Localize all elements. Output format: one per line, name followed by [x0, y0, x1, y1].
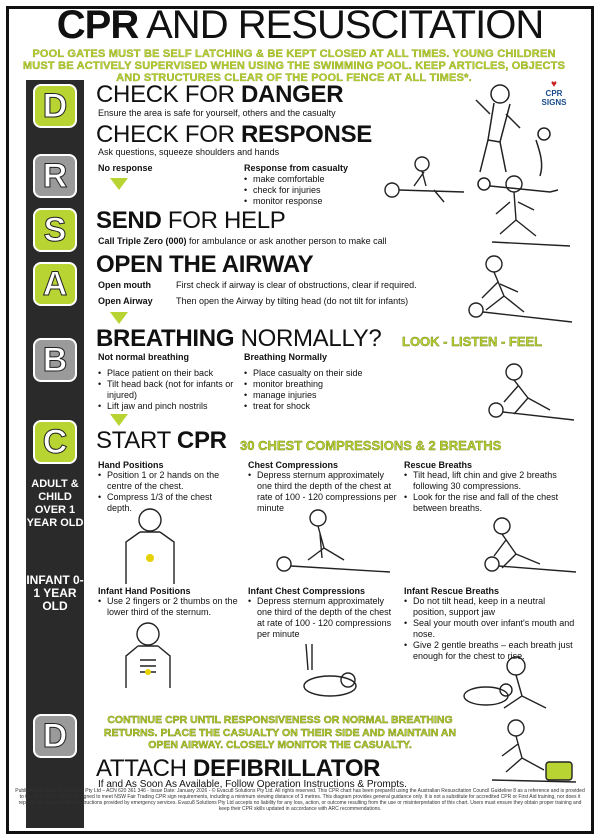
adult-note: ADULT & CHILD OVER 1 YEAR OLD — [26, 478, 84, 529]
infant-chest-compression-illustration — [303, 643, 357, 697]
cpr-signs-logo: ♥ CPR SIGNS — [526, 80, 582, 110]
open-mouth-label: Open mouth — [98, 280, 151, 290]
infant-chest-list: Depress sternum approximately one third … — [248, 596, 400, 640]
compression-ratio: 30 CHEST COMPRESSIONS & 2 BREATHS — [240, 438, 502, 453]
rescuer-check-danger-illustration — [475, 84, 559, 193]
letter-d2: D — [33, 714, 77, 758]
arrow-down-icon — [110, 312, 128, 324]
no-response-label: No response — [98, 163, 153, 173]
adult-torso-hand-position-illustration — [125, 508, 175, 584]
chest-compressions-label: Chest Compressions — [248, 460, 339, 470]
cpr-heading: START CPR — [96, 427, 227, 454]
infant-hand-label: Infant Hand Positions — [98, 586, 191, 596]
breathing-normally-list: Place casualty on their side monitor bre… — [244, 368, 394, 412]
arrow-down-icon — [110, 414, 128, 426]
infant-note: INFANT 0- 1 YEAR OLD — [26, 573, 84, 613]
heart-icon: ♥ — [551, 79, 557, 90]
defib-heading: ATTACH DEFIBRILLATOR — [96, 755, 381, 782]
open-mouth-text: First check if airway is clear of obstru… — [176, 280, 417, 290]
open-airway-text: Then open the Airway by tilting head (do… — [176, 296, 409, 306]
response-sub: Ask questions, squeeze shoulders and han… — [98, 147, 280, 157]
open-airway-illustration — [468, 255, 573, 323]
response-yes-list: make comfortable check for injuries moni… — [244, 174, 384, 207]
letter-c: C — [33, 420, 77, 464]
adult-rescue-breath-illustration — [484, 517, 577, 573]
danger-heading: CHECK FOR DANGER — [96, 81, 344, 108]
send-sub: Call Triple Zero (000) for ambulance or … — [98, 236, 387, 246]
breathing-check-illustration — [488, 363, 575, 421]
letter-s: S — [33, 208, 77, 252]
poster-frame — [6, 6, 594, 834]
arrow-down-icon — [110, 178, 128, 190]
response-yes-label: Response from casualty — [244, 163, 349, 173]
hand-positions-list: Position 1 or 2 hands on the centre of t… — [98, 470, 238, 514]
danger-sub: Ensure the area is safe for yourself, ot… — [98, 108, 336, 118]
rescuer-kneeling-illustration — [491, 175, 571, 247]
continue-cpr-text: CONTINUE CPR UNTIL RESPONSIVENESS OR NOR… — [103, 714, 457, 751]
breathing-heading: BREATHING NORMALLY? — [96, 325, 382, 352]
pool-warning: POOL GATES MUST BE SELF LATCHING & BE KE… — [22, 48, 566, 84]
hand-positions-label: Hand Positions — [98, 460, 164, 470]
adult-chest-compression-illustration — [276, 509, 391, 573]
infant-hand-list: Use 2 fingers or 2 thumbs on the lower t… — [98, 596, 244, 618]
not-normal-label: Not normal breathing — [98, 352, 190, 362]
letter-a: A — [33, 262, 77, 306]
rescue-breaths-label: Rescue Breaths — [404, 460, 473, 470]
breathing-normally-label: Breathing Normally — [244, 352, 328, 362]
letter-d: D — [33, 84, 77, 128]
infant-rescue-list: Do not tilt head, keep in a neutral posi… — [404, 596, 580, 662]
look-listen-feel: LOOK - LISTEN - FEEL — [402, 334, 543, 349]
open-airway-label: Open Airway — [98, 296, 153, 306]
footer-disclaimer: Published by Evacu8 Solutions Pty Ltd – … — [15, 788, 585, 812]
infant-torso-hand-position-illustration — [125, 622, 171, 688]
airway-heading: OPEN THE AIRWAY — [96, 251, 314, 278]
casualty-lying-illustration — [384, 156, 465, 203]
defibrillator-illustration — [491, 719, 577, 783]
letter-r: R — [33, 154, 77, 198]
page-title: CPR AND RESUSCITATION — [56, 3, 544, 47]
infant-rescue-breath-illustration — [463, 656, 547, 709]
not-normal-list: Place patient on their back Tilt head ba… — [98, 368, 238, 412]
rescue-breaths-list: Tilt head, lift chin and give 2 breaths … — [404, 470, 580, 514]
letter-b: B — [33, 338, 77, 382]
infant-rescue-label: Infant Rescue Breaths — [404, 586, 500, 596]
infant-chest-label: Infant Chest Compressions — [248, 586, 366, 596]
response-heading: CHECK FOR RESPONSE — [96, 121, 372, 148]
defib-sub: If and As Soon As Available, Follow Oper… — [98, 779, 407, 790]
send-heading: SEND FOR HELP — [96, 207, 286, 234]
chest-compressions-list: Depress sternum approximately one third … — [248, 470, 400, 514]
